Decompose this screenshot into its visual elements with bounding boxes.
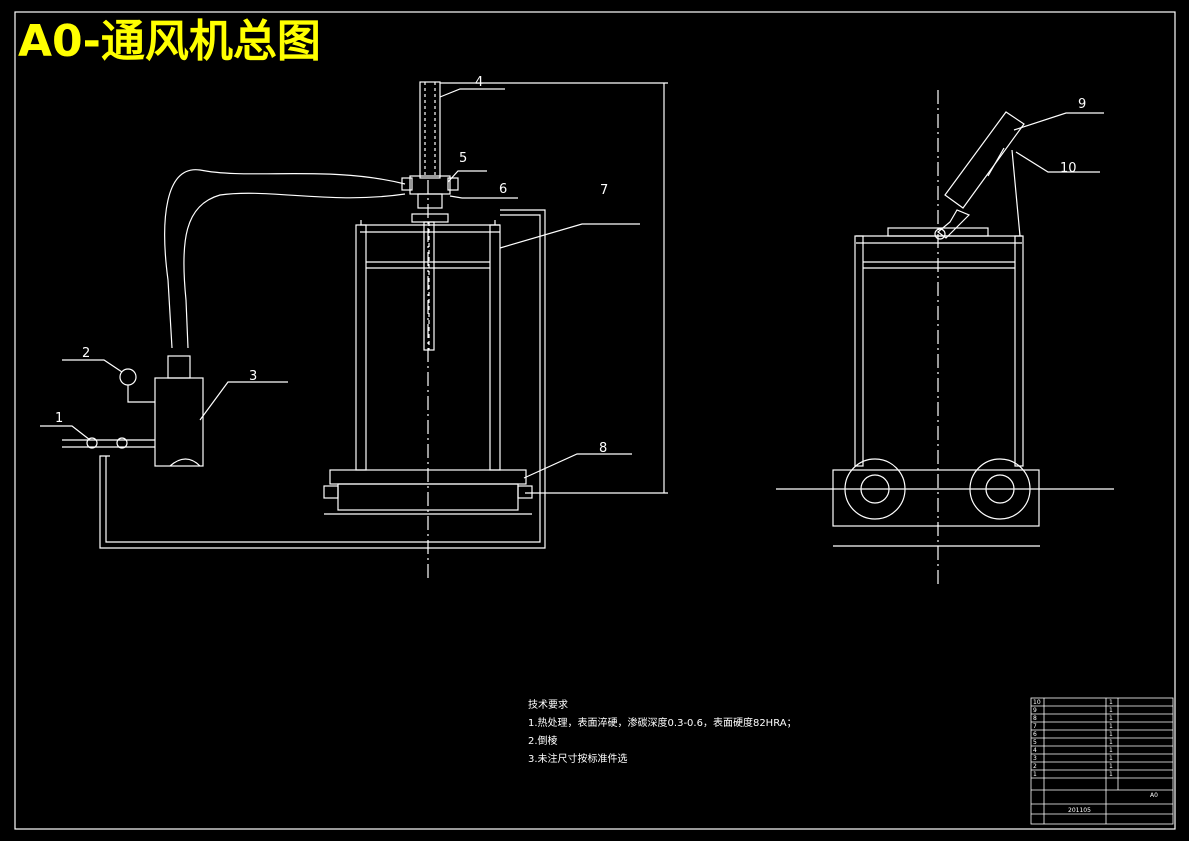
callout-10: 10 — [1060, 161, 1077, 176]
parts-row-no: 6 — [1033, 731, 1037, 738]
note-item-2: 2.倒棱 — [528, 736, 558, 747]
callout-5: 5 — [459, 151, 467, 166]
parts-row-qty: 1 — [1109, 723, 1113, 730]
side-view — [776, 90, 1114, 585]
callout-9: 9 — [1078, 97, 1086, 112]
parts-row-no: 5 — [1033, 739, 1037, 746]
parts-row-no: 1 — [1033, 771, 1037, 778]
callout-2: 2 — [82, 346, 90, 361]
front-view — [40, 81, 668, 580]
parts-row-no: 8 — [1033, 715, 1037, 722]
parts-row-qty: 1 — [1109, 747, 1113, 754]
drawing-number: 201105 — [1068, 807, 1091, 814]
callout-3: 3 — [249, 369, 257, 384]
parts-row-no: 4 — [1033, 747, 1037, 754]
note-item-1: 1.热处理，表面淬硬，渗碳深度0.3-0.6，表面硬度82HRA； — [528, 718, 797, 729]
callout-6: 6 — [499, 182, 507, 197]
title-block — [1030, 697, 1174, 825]
note-item-3: 3.未注尺寸按标准件选 — [528, 754, 628, 765]
parts-row-no: 10 — [1033, 699, 1041, 706]
sheet-size: A0 — [1150, 792, 1158, 799]
callout-1: 1 — [55, 411, 63, 426]
parts-row-qty: 1 — [1109, 731, 1113, 738]
callout-8: 8 — [599, 441, 607, 456]
sheet-border — [14, 11, 1176, 830]
parts-row-no: 9 — [1033, 707, 1037, 714]
parts-row-qty: 1 — [1109, 707, 1113, 714]
parts-row-no: 3 — [1033, 755, 1037, 762]
parts-row-no: 2 — [1033, 763, 1037, 770]
parts-row-qty: 1 — [1109, 715, 1113, 722]
parts-row-qty: 1 — [1109, 763, 1113, 770]
parts-row-qty: 1 — [1109, 739, 1113, 746]
parts-row-qty: 1 — [1109, 755, 1113, 762]
callout-4: 4 — [475, 75, 483, 90]
callout-7: 7 — [600, 183, 608, 198]
parts-row-qty: 1 — [1109, 771, 1113, 778]
technical-notes: 技术要求 1.热处理，表面淬硬，渗碳深度0.3-0.6，表面硬度82HRA； 2… — [528, 697, 797, 769]
page-title: A0-通风机总图 — [18, 16, 321, 67]
parts-row-qty: 1 — [1109, 699, 1113, 706]
parts-row-no: 7 — [1033, 723, 1037, 730]
notes-heading: 技术要求 — [528, 700, 568, 711]
